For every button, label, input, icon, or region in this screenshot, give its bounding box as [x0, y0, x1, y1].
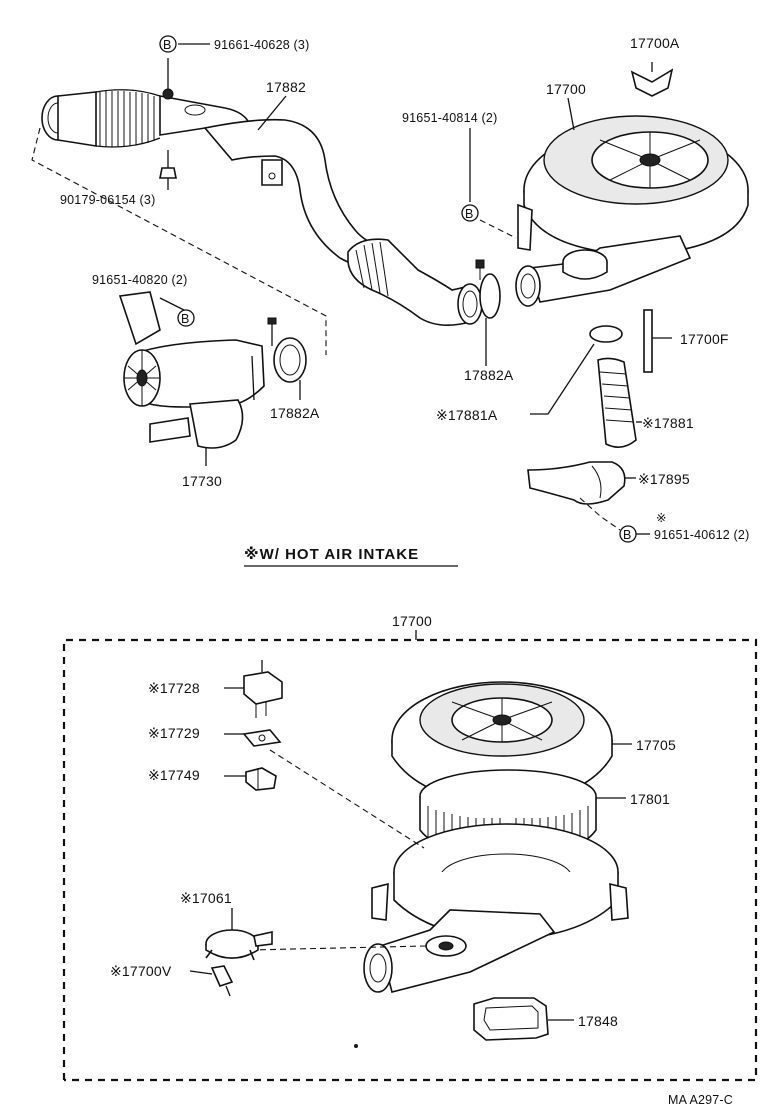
label-17749: ※17749	[148, 767, 200, 783]
sensor-17728	[243, 660, 283, 718]
bolt-marker-2: B	[461, 204, 479, 222]
label-bolt-91651-40612-mark: ※	[656, 511, 667, 525]
air-cleaner-housing	[363, 823, 629, 993]
bolt-marker-3: B	[177, 309, 195, 327]
nut-90179	[159, 150, 177, 190]
svg-text:B: B	[623, 528, 632, 542]
heat-shroud-17895	[527, 461, 636, 505]
label-17848: 17848	[578, 1013, 618, 1029]
air-intake-valve-17730	[118, 291, 277, 449]
label-17061: ※17061	[180, 890, 232, 906]
hot-air-hose-17881	[589, 325, 642, 448]
label-17728: ※17728	[148, 680, 200, 696]
bolt-marker-1: B	[159, 35, 177, 53]
clip-17749	[245, 767, 277, 791]
section-title: ※W/ HOT AIR INTAKE	[244, 545, 419, 563]
label-bolt-91651-40612: 91651-40612 (2)	[654, 528, 749, 542]
label-nut-90179: 90179-06154 (3)	[60, 193, 155, 207]
assembly-frame	[62, 638, 758, 1082]
bolt-91651-40814	[469, 128, 517, 239]
label-bolt-91651-40814: 91651-40814 (2)	[402, 111, 497, 125]
label-17882A-left: 17882A	[270, 405, 320, 421]
label-17700A: 17700A	[630, 35, 680, 51]
svg-text:B: B	[465, 207, 474, 221]
label-17700F: 17700F	[680, 331, 729, 347]
label-17882: 17882	[266, 79, 306, 95]
label-17882A-right: 17882A	[464, 367, 514, 383]
gasket-17729	[242, 729, 282, 747]
label-17700-assembly: 17700	[392, 613, 432, 629]
bolt-marker-4: B	[619, 525, 637, 543]
air-intake-hose-17882	[41, 89, 483, 326]
label-17729: ※17729	[148, 725, 200, 741]
bolt-91661	[162, 58, 174, 100]
svg-text:B: B	[181, 312, 190, 326]
svg-text:B: B	[163, 38, 172, 52]
label-17881: ※17881	[642, 415, 694, 431]
vacuum-motor-17061	[205, 929, 273, 961]
gasket-17848	[473, 997, 549, 1041]
label-17700V: ※17700V	[110, 963, 172, 979]
air-cleaner-17700	[515, 115, 749, 307]
label-bolt-91661: 91661-40628 (3)	[214, 38, 309, 52]
hose-clamp-17882A-left	[273, 337, 307, 400]
label-17895: ※17895	[638, 471, 690, 487]
valve-17700V	[210, 965, 234, 997]
label-17705: 17705	[636, 737, 676, 753]
label-17700-top: 17700	[546, 81, 586, 97]
label-bolt-91651-40820: 91651-40820 (2)	[92, 273, 187, 287]
label-17801: 17801	[630, 791, 670, 807]
wing-nut-17700A	[630, 62, 674, 97]
label-17730: 17730	[182, 473, 222, 489]
hose-clamp-17882A-right	[475, 259, 501, 366]
rod-17700F	[643, 309, 672, 373]
catalog-code: MA A297-C	[668, 1093, 733, 1107]
label-17881A: ※17881A	[436, 407, 498, 423]
